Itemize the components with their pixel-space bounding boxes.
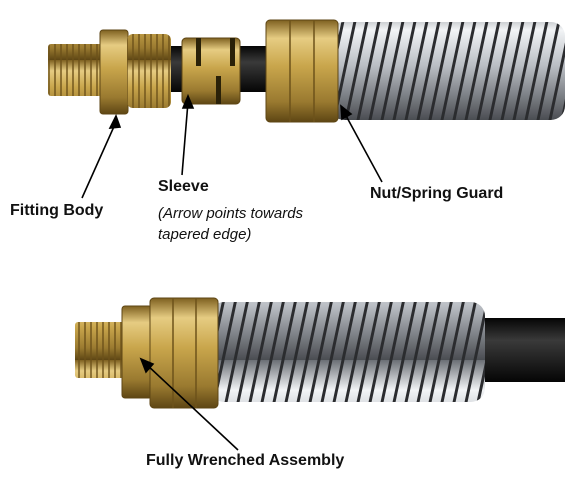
label-fully-wrenched-assembly: Fully Wrenched Assembly <box>146 452 345 469</box>
assembly-hex <box>121 305 153 399</box>
assembled-view <box>75 297 565 451</box>
label-sleeve: Sleeve <box>158 178 209 195</box>
arrow-nut <box>343 111 383 183</box>
label-sleeve-note-1: (Arrow points towards <box>158 205 304 222</box>
fitting-body-thread <box>48 44 102 96</box>
spring-guard-bottom <box>210 302 485 402</box>
arrow-fitting-body <box>81 121 117 199</box>
label-fitting-body: Fitting Body <box>10 202 104 219</box>
spring-guard-top <box>330 22 565 120</box>
exploded-view <box>48 19 565 199</box>
label-nut-spring-guard: Nut/Spring Guard <box>370 185 504 202</box>
assembly-nut <box>149 297 219 409</box>
fitting-body-hex <box>99 29 129 115</box>
nut-part <box>265 19 339 123</box>
assembly-thread <box>75 322 125 378</box>
sleeve-part <box>181 37 241 105</box>
callout-arrows <box>81 93 383 199</box>
label-sleeve-note-2: tapered edge) <box>158 226 252 243</box>
arrow-sleeve <box>181 101 189 176</box>
arrow-assembly <box>145 363 239 451</box>
fitting-body-collar <box>127 34 171 108</box>
